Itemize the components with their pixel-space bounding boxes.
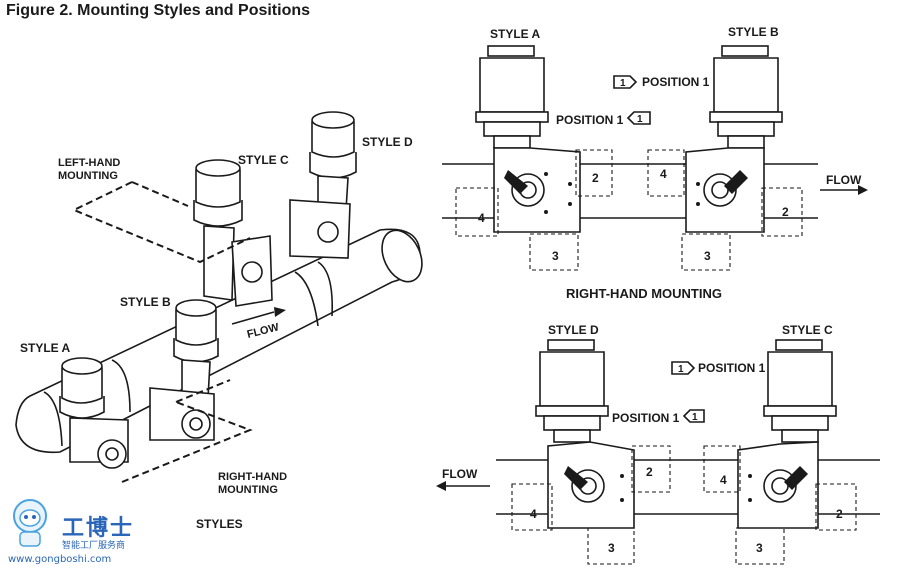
style-d-actuator: [289, 111, 357, 259]
pipe-flange-1: [111, 359, 131, 413]
pipe-flange-left: [43, 391, 63, 447]
style-b-label: STYLE B: [120, 295, 171, 309]
style-c-label: STYLE C: [238, 153, 289, 167]
watermark-subtitle: 智能工厂服务商: [62, 541, 126, 551]
style-d-label: STYLE D: [362, 135, 413, 149]
lhm-pos4-a: 4: [530, 507, 537, 521]
rhm-pos4-b: 4: [660, 167, 667, 181]
lhm-pos4-left: [511, 483, 553, 531]
rhm-style-a-actuator: [475, 45, 581, 233]
rhm-pos2-b: 2: [782, 205, 789, 219]
rhm-pos2-a: 2: [592, 171, 599, 185]
rhm-pos3-a: 3: [552, 249, 559, 263]
lhm-style-d-actuator: [535, 339, 635, 529]
lhm-pos3-left: [587, 527, 635, 565]
flow-arrow-head: [274, 307, 286, 317]
rhm-pos3-b: 3: [704, 249, 711, 263]
lhm-pos2-right: [815, 483, 857, 531]
rhm-pos2-right: [761, 187, 803, 237]
style-b-actuator: [149, 299, 219, 441]
lhm-callout-mid-marker: [682, 409, 705, 423]
flow-arrow-line: [231, 311, 275, 325]
label-line: MOUNTING: [58, 170, 118, 182]
isometric-styles-view: FLOW: [15, 111, 423, 531]
rhm-pos4-a: 4: [478, 211, 485, 225]
lhm-pos4-right: [703, 445, 741, 493]
right-hand-mounting-label: RIGHT-HAND MOUNTING: [218, 471, 290, 496]
left-hand-mounting-label: LEFT-HAND MOUNTING: [58, 157, 123, 182]
rhm-pos4-right: [647, 149, 685, 197]
rhm-callout-mid-number: 1: [637, 114, 643, 125]
rhm-callout-top-label: POSITION 1: [642, 75, 710, 89]
rhm-style-b-actuator: [685, 45, 783, 233]
rhm-pos3-left: [529, 233, 579, 271]
lhm-pos2-a: 2: [646, 465, 653, 479]
style-c-actuator: [193, 159, 273, 307]
rhm-callout-mid-label: POSITION 1: [556, 113, 624, 127]
pipe-end: [381, 229, 423, 283]
label-line: MOUNTING: [218, 484, 278, 496]
left-hand-mounting-leader: [131, 181, 189, 207]
lhm-callout-top-marker: [671, 361, 696, 375]
right-hand-mounting-view: FLOW: [442, 25, 868, 301]
lhm-callout-top-number: 1: [678, 364, 684, 375]
pipe-flange-2: [294, 271, 319, 327]
watermark: 工博士 智能工厂服务商 www.gongboshi.com: [8, 496, 148, 572]
lhm-pos3-right: [735, 527, 785, 565]
pipe-flange-3: [317, 261, 334, 317]
rhm-pos2-left: [575, 149, 613, 197]
right-hand-mounting-leader: [175, 379, 231, 403]
lhm-style-c-actuator: [737, 339, 837, 529]
figure-title: Figure 2. Mounting Styles and Positions: [6, 2, 311, 19]
watermark-url: www.gongboshi.com: [8, 554, 112, 565]
right-hand-mounting-bracket: [121, 401, 253, 483]
lhm-pos3-a: 3: [608, 541, 615, 555]
lhm-style-d-label: STYLE D: [548, 323, 599, 337]
lhm-pos2-b: 2: [836, 507, 843, 521]
rhm-style-b-label: STYLE B: [728, 25, 779, 39]
rhm-callout-top-number: 1: [620, 78, 626, 89]
lhm-flow-label: FLOW: [442, 467, 478, 481]
rhm-pos4-left: [455, 187, 499, 237]
rhm-style-a-label: STYLE A: [490, 27, 541, 41]
watermark-logo-text: 工博士: [62, 516, 135, 541]
left-hand-mounting-bracket: [71, 181, 251, 264]
rhm-flow-label: FLOW: [826, 173, 862, 187]
lhm-style-c-label: STYLE C: [782, 323, 833, 337]
style-a-actuator: [59, 357, 129, 469]
lhm-callout-top-label: POSITION 1: [698, 361, 766, 375]
lhm-pos4-b: 4: [720, 473, 727, 487]
styles-caption: STYLES: [196, 517, 243, 531]
rhm-pos3-right: [681, 233, 731, 271]
lhm-callout-mid-label: POSITION 1: [612, 411, 680, 425]
rhm-caption: RIGHT-HAND MOUNTING: [566, 286, 722, 301]
lhm-callout-mid-number: 1: [692, 412, 698, 423]
rhm-callout-mid-marker: [626, 111, 651, 125]
robot-mascot-icon: [13, 499, 47, 547]
style-a-label: STYLE A: [20, 341, 71, 355]
lhm-pos3-b: 3: [756, 541, 763, 555]
left-hand-mounting-view: FLOW: [436, 323, 880, 565]
rhm-callout-top-marker: [613, 75, 638, 89]
